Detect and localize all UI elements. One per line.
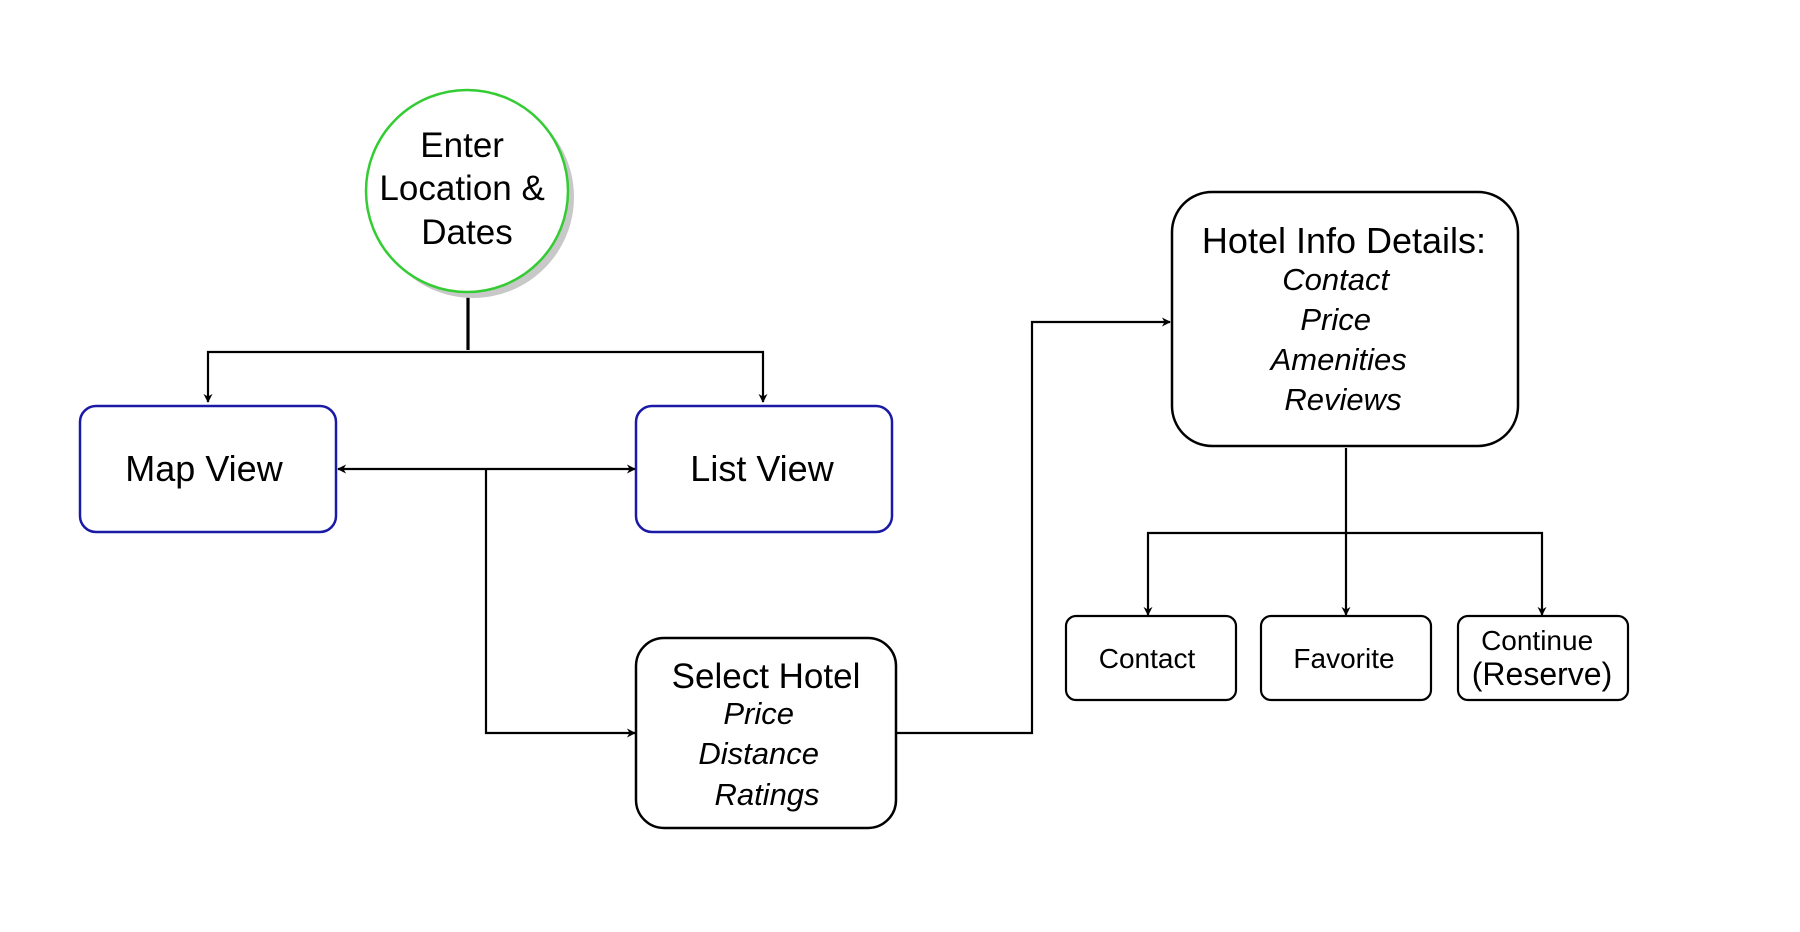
- continue-label: Continue (Reserve): [1472, 625, 1612, 692]
- connector-views-to-select: [484, 469, 636, 738]
- contact-node[interactable]: Contact: [1064, 614, 1238, 702]
- select-hotel-node[interactable]: Select Hotel Price Distance Ratings: [634, 636, 898, 830]
- hotel-info-item-reviews: Reviews: [1284, 382, 1401, 417]
- continue-line-2: (Reserve): [1472, 656, 1612, 692]
- select-hotel-title: Select Hotel: [672, 657, 861, 696]
- contact-box: [1064, 614, 1238, 702]
- start-node-line-2: Location &: [379, 169, 544, 208]
- hotel-info-item-price: Price: [1300, 302, 1371, 337]
- connectors: [203, 290, 1547, 738]
- favorite-box: [1259, 614, 1433, 702]
- hotel-info-title: Hotel Info Details:: [1202, 220, 1486, 261]
- continue-box: [1456, 614, 1630, 702]
- connector-start-to-list: [468, 350, 768, 403]
- favorite-node[interactable]: Favorite: [1259, 614, 1433, 702]
- continue-line-1: Continue: [1481, 625, 1593, 656]
- hotel-info-item-amenities: Amenities: [1269, 342, 1407, 377]
- connector-start-to-map: [203, 350, 468, 403]
- select-hotel-item-ratings: Ratings: [714, 777, 819, 812]
- start-node-line-1: Enter: [420, 126, 504, 165]
- continue-node[interactable]: Continue (Reserve): [1456, 614, 1630, 702]
- connector-select-to-info: [895, 317, 1171, 735]
- connector-info-to-contact: [1143, 531, 1346, 616]
- contact-label: Contact: [1099, 643, 1196, 674]
- list-view-label: List View: [690, 448, 834, 489]
- map-view-label: Map View: [125, 448, 283, 489]
- start-node-circle: [364, 88, 570, 294]
- hotel-info-item-contact: Contact: [1282, 262, 1390, 297]
- list-view-node[interactable]: List View: [634, 404, 894, 534]
- select-hotel-items: Price Distance Ratings: [698, 696, 827, 812]
- start-node-line-3: Dates: [421, 213, 512, 252]
- select-hotel-item-price: Price: [723, 696, 794, 731]
- list-view-box: [634, 404, 894, 534]
- start-node[interactable]: Enter Location & Dates: [364, 88, 574, 298]
- hotel-info-items: Contact Price Amenities Reviews: [1269, 262, 1416, 417]
- map-view-box: [78, 404, 338, 534]
- map-view-node[interactable]: Map View: [78, 404, 338, 534]
- select-hotel-item-distance: Distance: [698, 736, 819, 771]
- select-hotel-box: [634, 636, 898, 830]
- favorite-label: Favorite: [1293, 643, 1394, 674]
- connector-info-to-continue: [1346, 531, 1547, 616]
- hotel-info-box: [1170, 190, 1520, 448]
- start-node-label: Enter Location & Dates: [379, 126, 554, 252]
- hotel-info-node[interactable]: Hotel Info Details: Contact Price Amenit…: [1170, 190, 1520, 448]
